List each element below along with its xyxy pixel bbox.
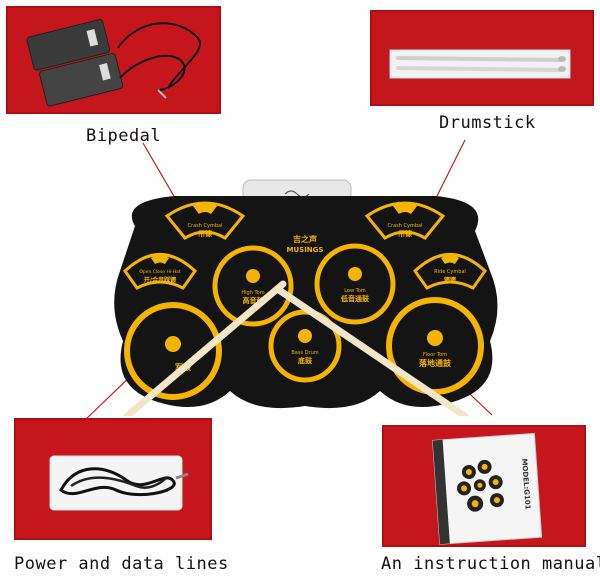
manual-photo: MODEL:G101 [382,425,586,547]
pad-crash-right-en: Crash Cymbal [388,223,423,229]
brand-en: MUSINGS [287,246,324,254]
pad-floor-cn: 落地通鼓 [419,358,452,368]
pad-crash-left-cn: 吊镲 [198,229,213,238]
pad-crash-left-en: Crash Cymbal [188,223,223,229]
brand-cn: 吉之声 [293,234,317,244]
bipedal-photo [6,6,221,114]
pad-ride-cn: 镲镲 [444,276,457,284]
pad-bass-en: Bass Drum [291,350,318,356]
pad-high-tom-en: High Tom [241,290,264,296]
drumstick-photo [370,10,594,106]
pad-hihat-en: Open Close Hi-Hat [139,269,181,275]
drum-pad: 吉之声 MUSINGS Crash Cymbal 吊镲 Crash Cymbal… [114,179,498,416]
caption-drumstick: Drumstick [439,113,536,133]
pad-floor-en: Floor Tom [423,352,447,358]
pad-bass-cn: 底鼓 [298,356,313,365]
pad-crash-right-cn: 吊镲 [398,229,413,238]
drumstick-right [275,286,469,416]
manual-image: MODEL:G101 [384,427,584,545]
drumstick-image [372,12,592,104]
power-lines-photo [14,418,212,540]
drumstick-left [123,280,287,416]
pad-high-tom-cn: 高音鼓 [243,296,265,305]
pad-ride-en: Ride Cymbal [434,269,466,275]
caption-power-data: Power and data lines [14,554,229,574]
manual-model: MODEL:G101 [520,458,532,510]
pad-low-tom-cn: 低音通鼓 [340,294,370,303]
pad-low-tom-en: Low Tom [344,288,366,294]
pad-hihat-cn: 开/合音踩镲 [144,276,177,284]
power-lines-image [16,420,210,538]
bipedal-image [8,8,219,112]
caption-bipedal: Bipedal [86,126,162,146]
caption-manual: An instruction manual [381,554,600,574]
